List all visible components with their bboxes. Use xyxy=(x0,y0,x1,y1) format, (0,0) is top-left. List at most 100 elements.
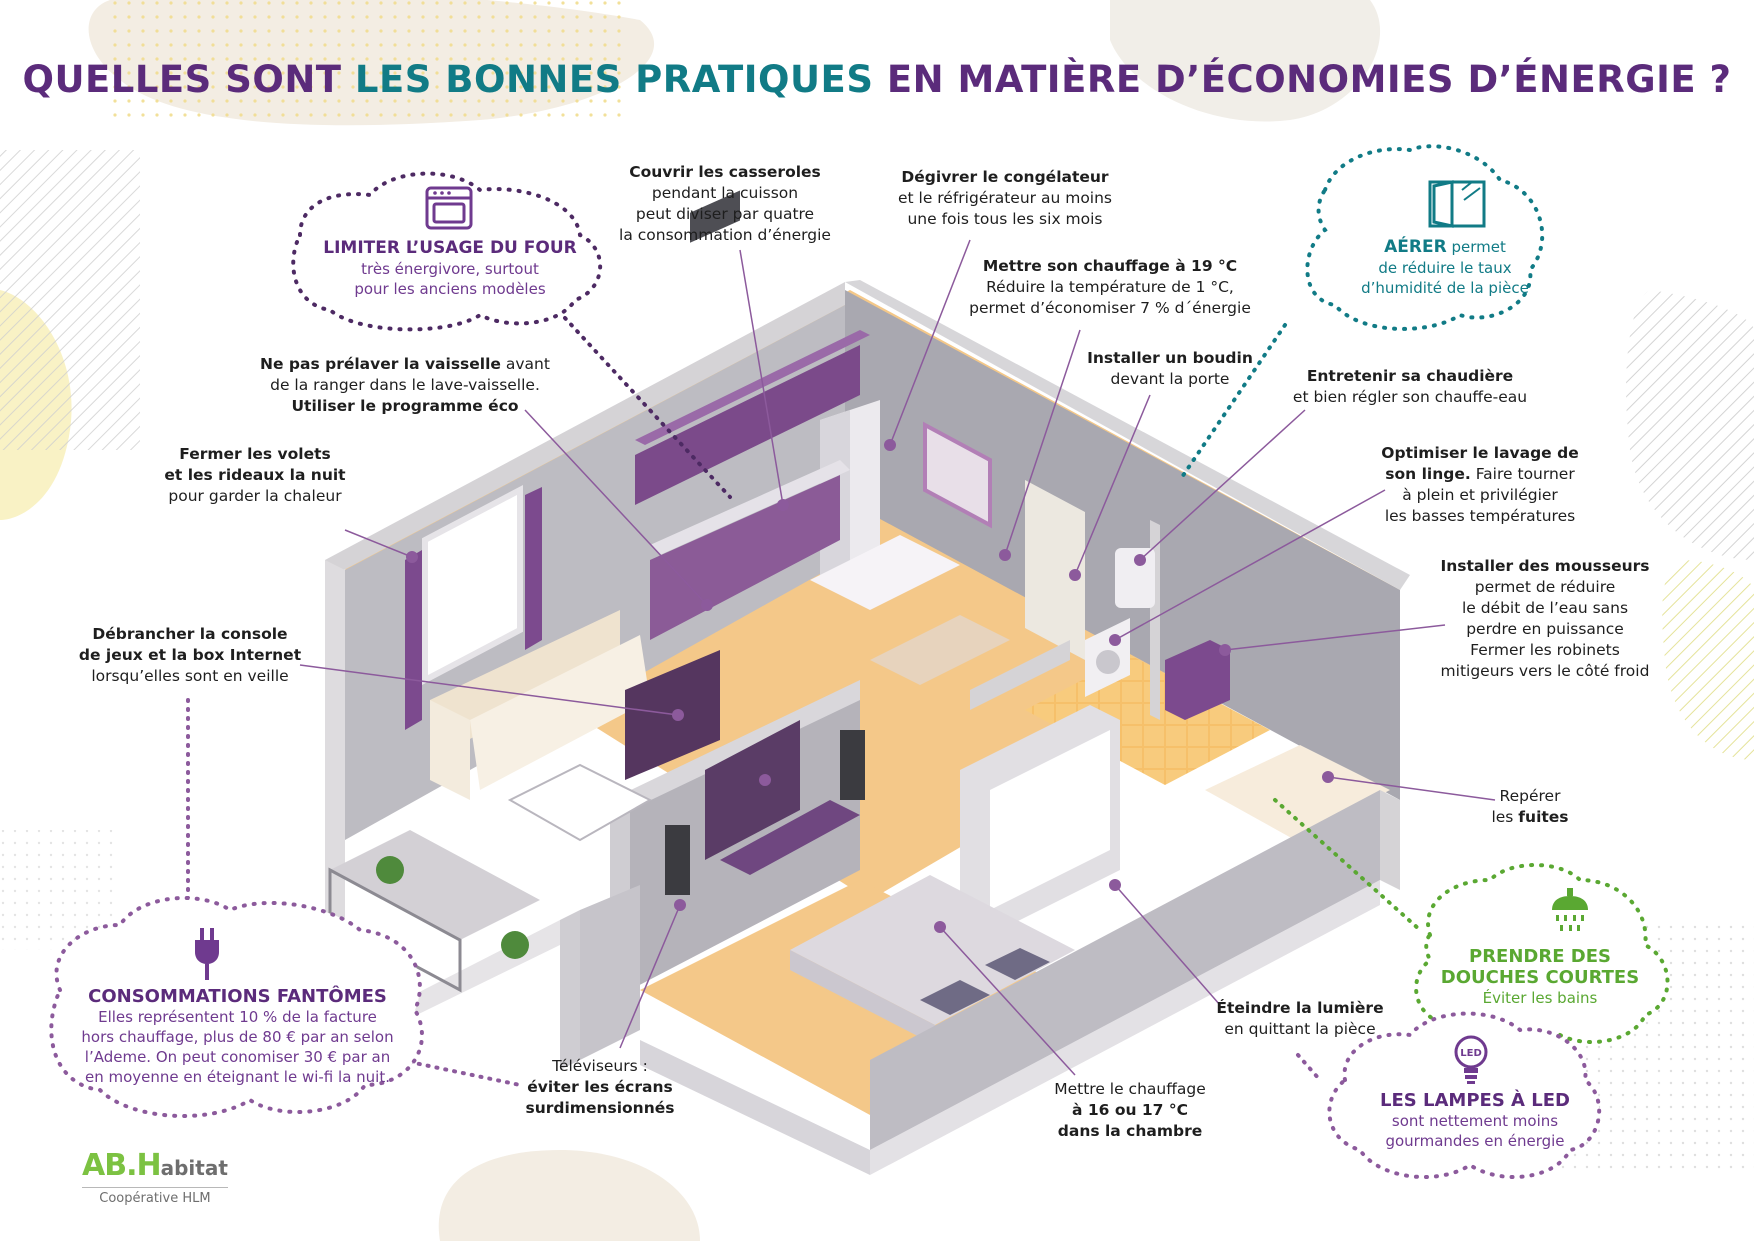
tip-laundry-line3: à plein et privilégier xyxy=(1402,486,1558,504)
tip-laundry: Optimiser le lavage de son linge. Faire … xyxy=(1360,443,1600,527)
tip-draught-line2: devant la porte xyxy=(1110,370,1230,388)
aerate-cloud-line2: d’humidité de la pièce xyxy=(1361,279,1529,297)
title-part1: QUELLES SONT xyxy=(22,58,355,101)
tip-shutters: Fermer les volets et les rideaux la nuit… xyxy=(155,444,355,507)
tip-dishes: Ne pas prélaver la vaisselle avant de la… xyxy=(255,354,555,417)
tip-dishes-line3: Utiliser le programme éco xyxy=(291,397,519,415)
title-highlight: LES BONNES PRATIQUES xyxy=(354,58,874,101)
logo-brand: AB.H xyxy=(82,1148,162,1183)
shower-cloud-outline xyxy=(1414,863,1670,1050)
tip-freezer: Dégivrer le congélateur et le réfrigérat… xyxy=(880,167,1130,230)
tip-aerators-line3: le débit de l’eau sans xyxy=(1461,599,1629,617)
tip-tv-title1: éviter les écrans xyxy=(527,1078,673,1096)
oven-cloud-title: LIMITER L’USAGE DU FOUR xyxy=(323,238,577,258)
oven-cloud-line2: pour les anciens modèles xyxy=(354,280,546,298)
oven-cloud-outline xyxy=(291,171,603,332)
tip-tv: Téléviseurs : éviter les écrans surdimen… xyxy=(500,1056,700,1119)
led-cloud: LES LAMPES À LED sont nettement moins go… xyxy=(1360,1090,1590,1151)
phantom-cloud-line3: l’Ademe. On peut conomiser 30 € par an xyxy=(84,1048,391,1066)
oven-cloud-line1: très énergivore, surtout xyxy=(361,260,539,278)
tip-aerators-line6: mitigeurs vers le côté froid xyxy=(1440,662,1650,680)
tip-console-title2: de jeux et la box Internet xyxy=(78,646,302,664)
led-cloud-title: LES LAMPES À LED xyxy=(1380,1090,1570,1111)
tip-draught-title: Installer un boudin xyxy=(1087,349,1253,367)
tip-console: Débrancher la console de jeux et la box … xyxy=(60,624,320,687)
plug-icon xyxy=(195,928,219,980)
tip-aerators-line2: permet de réduire xyxy=(1474,578,1616,596)
tip-pans-line2: pendant la cuisson xyxy=(651,184,799,202)
tip-boiler-title: Entretenir sa chaudière xyxy=(1306,367,1514,385)
tip-dishes-title-rest: avant xyxy=(500,355,550,373)
phantom-cloud-outline xyxy=(49,896,424,1119)
led-bulb-icon: LED xyxy=(1454,1035,1488,1084)
tip-leaks-line1: Repérer xyxy=(1499,787,1561,805)
tip-shutters-line3: pour garder la chaleur xyxy=(168,487,342,505)
led-cloud-line1: sont nettement moins xyxy=(1391,1112,1559,1130)
tip-aerators: Installer des mousseurs permet de réduir… xyxy=(1420,556,1670,682)
tip-bedroom-title1: à 16 ou 17 °C xyxy=(1072,1101,1188,1119)
tip-leaks-line2: les xyxy=(1491,808,1519,826)
tip-laundry-line4: les basses températures xyxy=(1384,507,1576,525)
phantom-cloud-line2: hors chauffage, plus de 80 € par an selo… xyxy=(81,1028,394,1046)
tip-pans: Couvrir les casseroles pendant la cuisso… xyxy=(600,162,850,246)
tip-aerators-title: Installer des mousseurs xyxy=(1440,557,1650,575)
tip-pans-line4: la consommation d’énergie xyxy=(619,226,831,244)
phantom-cloud-title: CONSOMMATIONS FANTÔMES xyxy=(88,986,387,1007)
shower-cloud-title2: DOUCHES COURTES xyxy=(1440,967,1640,988)
logo-subtitle: Coopérative HLM xyxy=(82,1187,228,1206)
tip-boiler: Entretenir sa chaudière et bien régler s… xyxy=(1280,366,1540,408)
aerate-cloud-title-rest: permet xyxy=(1446,238,1506,256)
tip-bedroom-title2: dans la chambre xyxy=(1057,1122,1203,1140)
tip-light: Éteindre la lumière en quittant la pièce xyxy=(1190,998,1410,1040)
tip-light-title: Éteindre la lumière xyxy=(1216,999,1384,1017)
tip-heating19-line3: permet d’économiser 7 % d´énergie xyxy=(969,299,1251,317)
tip-aerators-line5: Fermer les robinets xyxy=(1470,641,1620,659)
tip-freezer-line2: et le réfrigérateur au moins xyxy=(897,189,1113,207)
aerate-cloud: AÉRER permet de réduire le taux d’humidi… xyxy=(1330,237,1560,298)
tip-pans-title: Couvrir les casseroles xyxy=(629,163,821,181)
phantom-cloud-line4: en moyenne en éteignant le wi-fi la nuit… xyxy=(85,1068,390,1086)
tip-dishes-line2: de la ranger dans le lave-vaisselle. xyxy=(270,376,540,394)
tip-heating19-line2: Réduire la température de 1 °C, xyxy=(986,278,1234,296)
oven-icon xyxy=(425,186,473,230)
led-cloud-outline xyxy=(1327,1011,1602,1179)
tip-console-title1: Débrancher la console xyxy=(92,625,288,643)
tip-freezer-line3: une fois tous les six mois xyxy=(907,210,1103,228)
tip-freezer-title: Dégivrer le congélateur xyxy=(901,168,1109,186)
tip-tv-title2: surdimensionnés xyxy=(525,1099,675,1117)
window-icon xyxy=(1428,180,1486,228)
shower-cloud: PRENDRE DES DOUCHES COURTES Éviter les b… xyxy=(1430,946,1650,1008)
tip-laundry-title1: Optimiser le lavage de xyxy=(1381,444,1579,462)
shower-icon xyxy=(1552,888,1588,931)
tip-leaks: Repérer les fuites xyxy=(1470,786,1590,828)
ab-habitat-logo: AB.Habitat Coopérative HLM xyxy=(82,1148,228,1206)
tip-pans-line3: peut diviser par quatre xyxy=(635,205,815,223)
aerate-cloud-title: AÉRER xyxy=(1384,237,1447,257)
shower-cloud-line1: Éviter les bains xyxy=(1482,989,1598,1007)
tip-leaks-bold: fuites xyxy=(1518,808,1569,826)
phantom-cloud-line1: Elles représentent 10 % de la facture xyxy=(98,1008,377,1026)
tip-shutters-title2: et les rideaux la nuit xyxy=(164,466,346,484)
tip-heating19: Mettre son chauffage à 19 °C Réduire la … xyxy=(960,256,1260,319)
logo-brand-rest: abitat xyxy=(160,1156,228,1180)
tip-draught: Installer un boudin devant la porte xyxy=(1070,348,1270,390)
tip-light-line2: en quittant la pièce xyxy=(1224,1020,1376,1038)
title-part3: EN MATIÈRE D’ÉCONOMIES D’ÉNERGIE ? xyxy=(873,58,1732,101)
page-title: QUELLES SONT LES BONNES PRATIQUES EN MAT… xyxy=(0,58,1754,101)
led-cloud-line2: gourmandes en énergie xyxy=(1385,1132,1565,1150)
tip-boiler-line2: et bien régler son chauffe-eau xyxy=(1292,388,1528,406)
oven-cloud: LIMITER L’USAGE DU FOUR très énergivore,… xyxy=(300,238,600,299)
shower-cloud-title1: PRENDRE DES xyxy=(1469,946,1611,967)
tip-laundry-title2-rest: Faire tourner xyxy=(1470,465,1575,483)
tip-aerators-line4: perdre en puissance xyxy=(1466,620,1624,638)
phantom-cloud: CONSOMMATIONS FANTÔMES Elles représenten… xyxy=(60,986,415,1087)
tip-bedroom-line1: Mettre le chauffage xyxy=(1054,1080,1206,1098)
tip-heating19-title: Mettre son chauffage à 19 °C xyxy=(982,257,1238,275)
tip-tv-line1: Téléviseurs : xyxy=(552,1057,648,1075)
tip-dishes-title: Ne pas prélaver la vaisselle xyxy=(260,355,501,373)
led-badge-text: LED xyxy=(1460,1048,1482,1059)
tip-console-line3: lorsqu’elles sont en veille xyxy=(91,667,289,685)
tip-laundry-title2: son linge. xyxy=(1385,465,1471,483)
